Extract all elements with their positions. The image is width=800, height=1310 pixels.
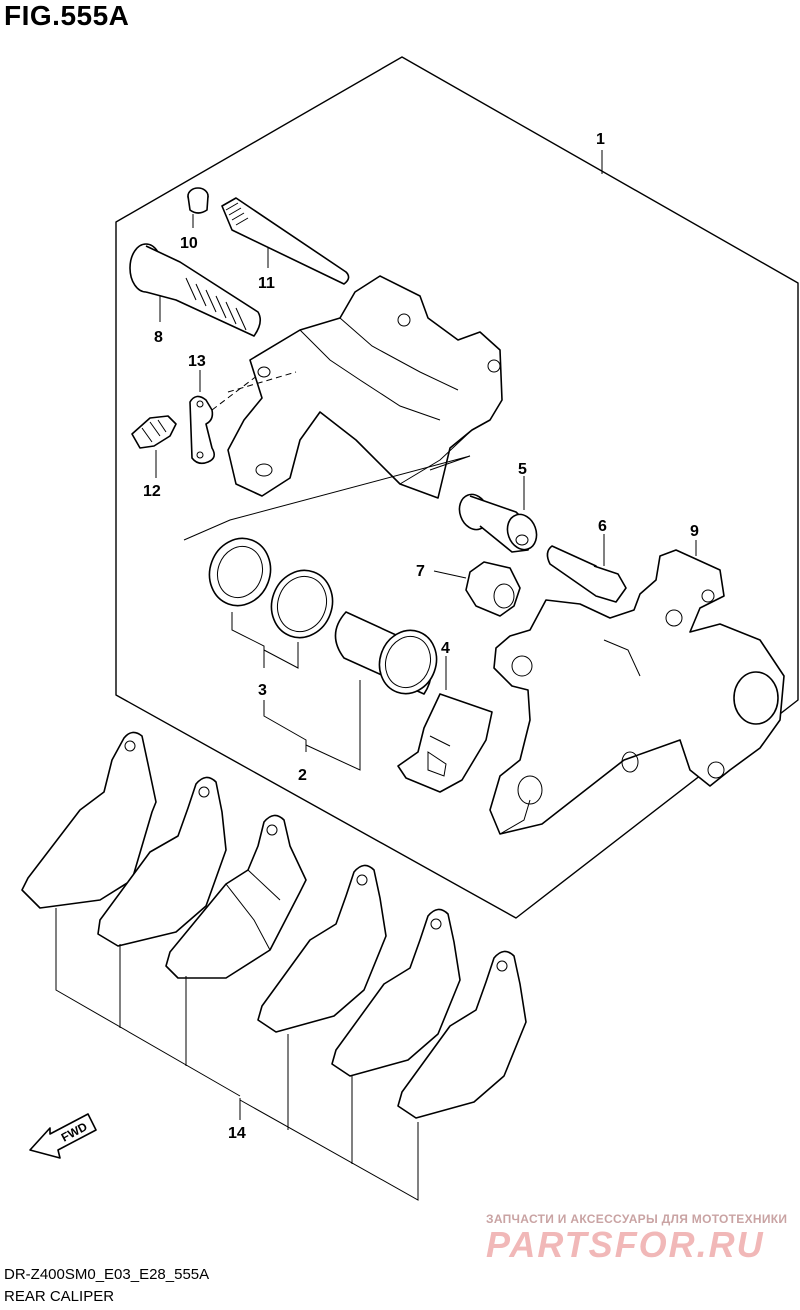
part-8-caliper-bolt (129, 243, 262, 337)
callout-2: 2 (298, 767, 307, 784)
diagram-caption: REAR CALIPER (4, 1288, 115, 1305)
watermark-logo: PARTSFOR.RU (486, 1224, 765, 1265)
callout-13: 13 (188, 353, 206, 370)
callout-12: 12 (143, 483, 161, 500)
part-13-clip (189, 395, 216, 465)
assembly-boundary (115, 56, 799, 919)
part-12-bleeder-valve (131, 415, 177, 449)
leader-2-bracket (263, 680, 361, 771)
part-9-caliper-bracket (489, 549, 785, 835)
piston-guide-line (183, 455, 471, 541)
leader-3-bracket (231, 612, 299, 669)
callout-11: 11 (258, 275, 275, 292)
fwd-arrow-icon (29, 1113, 97, 1159)
callout-8: 8 (154, 329, 163, 346)
part-14-brake-pads (21, 731, 527, 1119)
leader-7 (433, 570, 467, 579)
part-2-piston (334, 611, 438, 695)
callout-5: 5 (518, 461, 527, 478)
callout-4: 4 (441, 640, 450, 657)
leader-14-bracket (55, 908, 419, 1201)
callout-3: 3 (258, 682, 267, 699)
part-4-pad-spring (397, 693, 493, 793)
part-11-pad-pin (221, 197, 350, 285)
part-3-piston-seals (208, 537, 334, 639)
dash-bleeder (227, 371, 297, 393)
part-5-sleeve (458, 493, 538, 553)
callout-7: 7 (416, 563, 425, 580)
caliper-body (227, 275, 503, 499)
diagram-code: DR-Z400SM0_E03_E28_555A (4, 1266, 210, 1283)
watermark-tagline: ЗАПЧАСТИ И АКСЕССУАРЫ ДЛЯ МОТОТЕХНИКИ (486, 1212, 788, 1226)
dash-13 (211, 371, 263, 411)
callout-6: 6 (598, 518, 607, 535)
part-10-bleeder-cap (187, 187, 209, 214)
part-7-boot (465, 561, 521, 617)
figure-title: FIG.555A (4, 0, 130, 31)
callout-1: 1 (596, 131, 605, 148)
callout-10: 10 (180, 235, 198, 252)
callout-9: 9 (690, 523, 699, 540)
callout-14: 14 (228, 1125, 246, 1142)
part-6-bolt (546, 545, 627, 603)
watermark: ЗАПЧАСТИ И АКСЕССУАРЫ ДЛЯ МОТОТЕХНИКИ PA… (486, 1212, 788, 1266)
